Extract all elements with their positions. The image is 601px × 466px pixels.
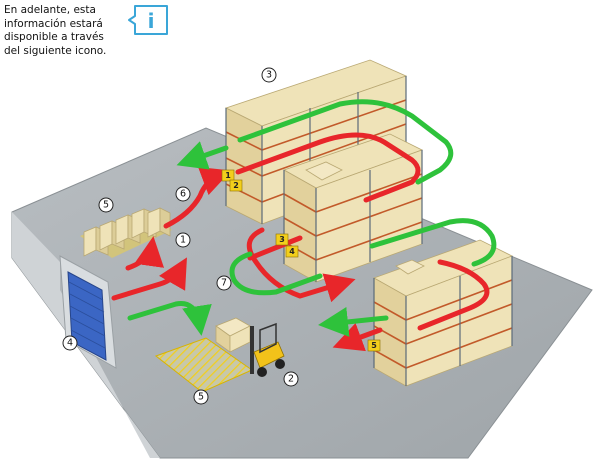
rack-label-4: 4: [286, 246, 298, 257]
svg-text:7: 7: [221, 278, 227, 289]
rack-label-3: 3: [276, 234, 288, 245]
svg-text:3: 3: [279, 235, 285, 244]
svg-text:2: 2: [233, 181, 239, 190]
rack-label-2: 2: [230, 180, 242, 191]
marker-6[interactable]: 6: [176, 187, 190, 201]
svg-text:1: 1: [225, 171, 231, 180]
marker-5-bottom[interactable]: 5: [194, 390, 208, 404]
svg-text:5: 5: [103, 200, 109, 211]
svg-text:6: 6: [180, 189, 186, 200]
rack-label-5: 5: [368, 340, 380, 351]
svg-text:3: 3: [266, 70, 272, 81]
marker-4[interactable]: 4: [63, 336, 77, 350]
marker-2[interactable]: 2: [284, 372, 298, 386]
marker-3[interactable]: 3: [262, 68, 276, 82]
svg-text:5: 5: [371, 341, 377, 350]
svg-text:4: 4: [289, 247, 295, 256]
marker-5-top[interactable]: 5: [99, 198, 113, 212]
svg-text:4: 4: [67, 338, 73, 349]
svg-text:1: 1: [180, 235, 186, 246]
svg-text:5: 5: [198, 392, 204, 403]
marker-1[interactable]: 1: [176, 233, 190, 247]
rack-label-1: 1: [222, 170, 234, 181]
marker-7[interactable]: 7: [217, 276, 231, 290]
svg-text:2: 2: [288, 374, 294, 385]
